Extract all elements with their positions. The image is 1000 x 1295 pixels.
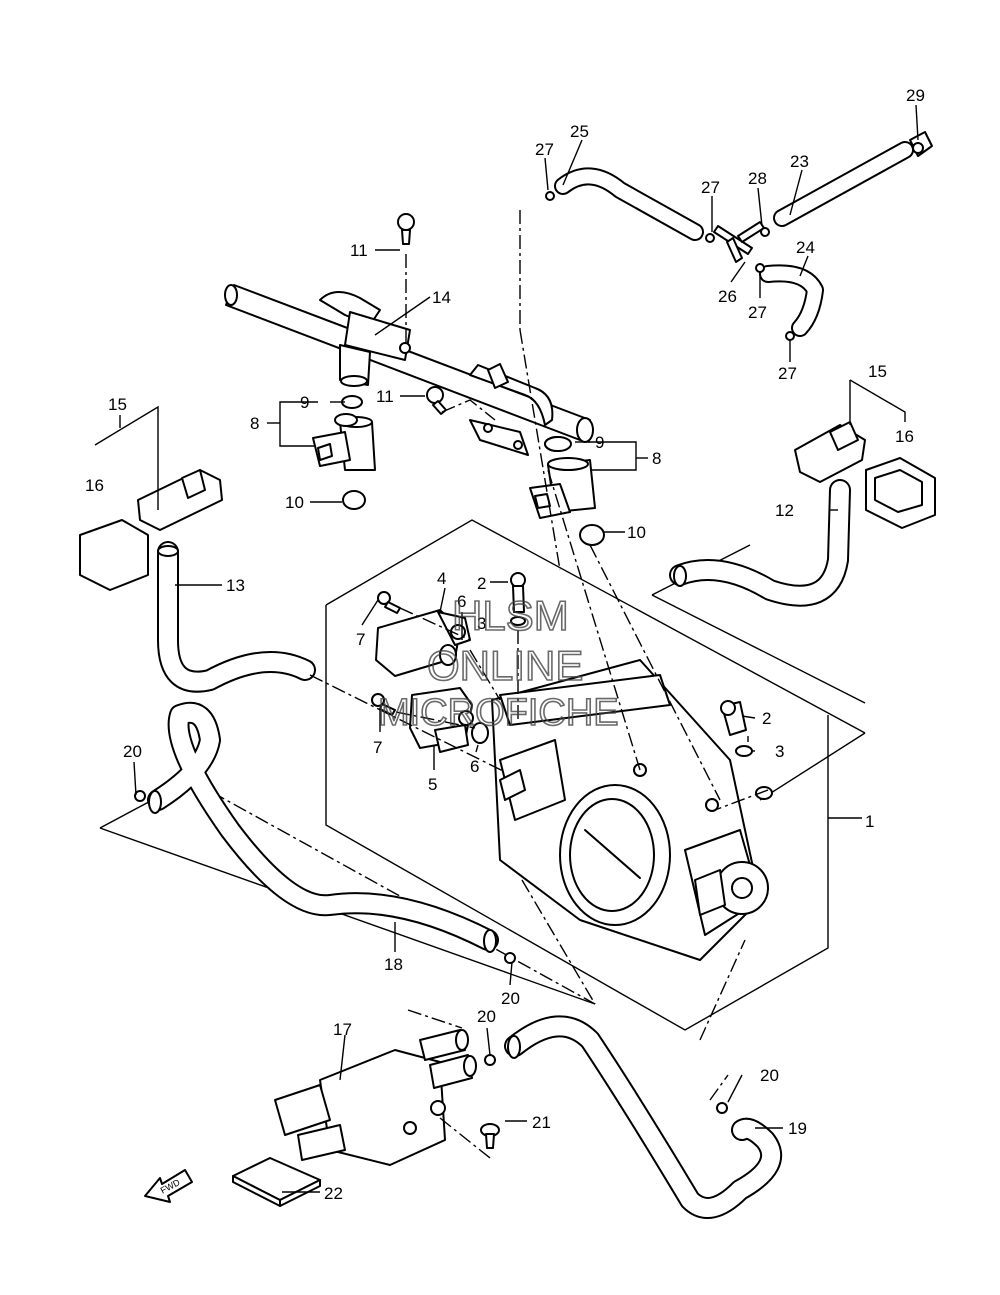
label-28: 28 xyxy=(748,169,767,188)
screw-11-upper xyxy=(397,213,415,245)
label-25: 25 xyxy=(570,122,589,141)
cover-16-right xyxy=(865,457,936,529)
label-21: 21 xyxy=(532,1113,551,1132)
idle-air-valve-17 xyxy=(274,1029,477,1166)
label-16: 16 xyxy=(85,476,104,495)
hose-12 xyxy=(669,479,851,607)
callout-labels: 29 25 27 23 28 27 24 26 27 27 11 14 11 9… xyxy=(85,86,925,1203)
clamps-27-28 xyxy=(545,191,795,341)
label-26: 26 xyxy=(718,287,737,306)
label-7: 7 xyxy=(373,738,382,757)
label-4: 4 xyxy=(437,569,446,588)
clamps-20 xyxy=(134,790,728,1114)
screw-11-lower xyxy=(426,386,447,415)
hose-25 xyxy=(554,167,704,241)
label-12: 12 xyxy=(775,501,794,520)
cover-16-left xyxy=(79,519,149,591)
label-2: 2 xyxy=(762,709,771,728)
injector-8-right xyxy=(529,436,605,546)
label-11: 11 xyxy=(350,241,368,260)
watermark-line-2: ONLINE xyxy=(427,642,583,689)
throttle-body-group-outline xyxy=(325,519,866,1031)
fuel-rail-14 xyxy=(224,284,594,456)
label-5: 5 xyxy=(428,775,437,794)
label-1: 1 xyxy=(865,812,874,831)
label-27: 27 xyxy=(778,364,797,383)
label-3: 3 xyxy=(775,742,784,761)
label-8: 8 xyxy=(652,449,661,468)
watermark-line-3: MICROFICHE xyxy=(378,692,619,734)
label-8: 8 xyxy=(250,414,259,433)
hose-19 xyxy=(504,1015,783,1219)
label-27: 27 xyxy=(748,303,767,322)
bolt-2-upper xyxy=(510,572,526,613)
label-7: 7 xyxy=(356,630,365,649)
label-9: 9 xyxy=(300,393,309,412)
label-10: 10 xyxy=(627,523,646,542)
label-23: 23 xyxy=(790,152,809,171)
label-27: 27 xyxy=(535,140,554,159)
leader-lines xyxy=(94,104,919,1193)
hose-18 xyxy=(147,701,499,953)
clamp-29 xyxy=(909,131,933,157)
label-18: 18 xyxy=(384,955,403,974)
label-20: 20 xyxy=(123,742,142,761)
label-15: 15 xyxy=(108,395,127,414)
screw-7-upper xyxy=(377,591,401,614)
label-6: 6 xyxy=(457,592,466,611)
connector-15-left xyxy=(137,469,223,531)
connector-15-right xyxy=(794,421,866,483)
screw-21 xyxy=(480,1123,500,1149)
label-24: 24 xyxy=(796,238,815,257)
label-29: 29 xyxy=(906,86,925,105)
screw-7-lower xyxy=(371,693,396,716)
label-17: 17 xyxy=(333,1020,352,1039)
injector-8-left xyxy=(312,395,376,510)
fwd-arrow xyxy=(144,1169,193,1203)
o-rings xyxy=(334,413,753,757)
label-2: 2 xyxy=(477,574,486,593)
hose-23 xyxy=(773,141,914,227)
bolt-2-right xyxy=(720,700,747,736)
label-20: 20 xyxy=(760,1066,779,1085)
t-joint-26 xyxy=(713,221,765,263)
label-9: 9 xyxy=(595,433,604,452)
watermark: HLSM ONLINE MICROFICHE xyxy=(377,591,619,735)
label-20: 20 xyxy=(477,1007,496,1026)
label-11: 11 xyxy=(376,387,394,406)
label-10: 10 xyxy=(285,493,304,512)
label-16: 16 xyxy=(895,427,914,446)
watermark-line-1: HLSM xyxy=(452,592,569,639)
label-19: 19 xyxy=(788,1119,807,1138)
label-27: 27 xyxy=(701,178,720,197)
label-14: 14 xyxy=(432,288,451,307)
label-22: 22 xyxy=(324,1184,343,1203)
label-13: 13 xyxy=(226,576,245,595)
gasket-22 xyxy=(232,1157,321,1207)
label-15: 15 xyxy=(868,362,887,381)
hose-13 xyxy=(157,541,316,693)
label-3: 3 xyxy=(477,614,486,633)
hose-24 xyxy=(759,264,824,337)
label-6: 6 xyxy=(470,757,479,776)
label-20: 20 xyxy=(501,989,520,1008)
throttle-body-1 xyxy=(491,659,769,961)
